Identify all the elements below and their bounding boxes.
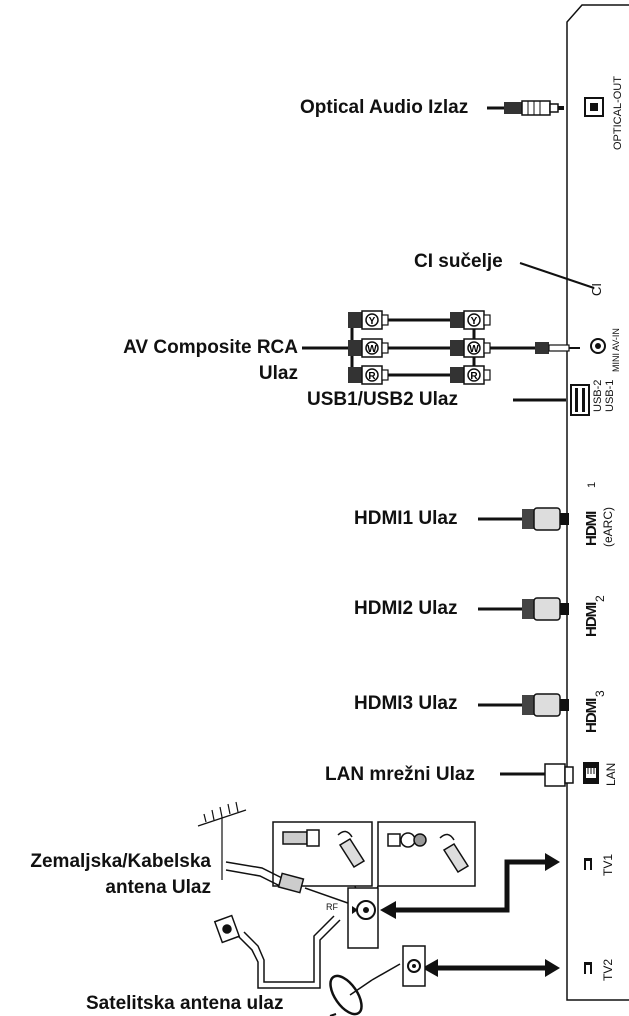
terrestrial-antenna	[197, 801, 247, 880]
mini-av-port-icon	[590, 338, 606, 354]
port-optical-text: OPTICAL-OUT	[612, 76, 624, 150]
port-tv2-text: TV2	[601, 958, 615, 981]
hdmi-strain-relief	[522, 509, 534, 529]
port-mini-av-text: MINI AV-IN	[611, 328, 621, 372]
tv2-port-icon	[584, 962, 592, 974]
label-av-line2: Ulaz	[258, 363, 298, 384]
hdmi-plug-body	[533, 693, 561, 717]
label-hdmi1: HDMI1 Ulaz	[354, 508, 458, 529]
port-hdmi3-num: 3	[593, 690, 607, 697]
lan-cable	[500, 763, 574, 787]
hdmi-plug-body	[533, 507, 561, 531]
hdmi2-logo: HDMI	[583, 602, 600, 637]
mini-av-plug	[535, 342, 580, 354]
rca-plug-y: Y	[450, 310, 491, 330]
port-tv1-text: TV1	[601, 853, 615, 876]
optical-port-icon	[584, 97, 604, 117]
hdmi-plug-tip	[560, 603, 569, 615]
ci-leader-line	[519, 262, 595, 289]
hdmi-plug-body	[533, 597, 561, 621]
hdmi-plug-tip	[560, 513, 569, 525]
rca-plug-w: W	[450, 338, 491, 358]
usb-port-icon	[570, 384, 590, 416]
label-usb: USB1/USB2 Ulaz	[307, 389, 458, 410]
label-ci: CI sučelje	[414, 251, 503, 272]
port-hdmi1-earc: (eARC)	[601, 506, 615, 547]
label-terrestrial-line2: antena Ulaz	[105, 877, 211, 898]
port-hdmi1-num: 1	[586, 481, 598, 488]
rca-plug-y: Y	[348, 310, 389, 330]
rf-label: RF	[326, 902, 338, 912]
label-terrestrial-line1: Zemaljska/Kabelska	[30, 851, 211, 872]
lan-port-icon	[583, 762, 599, 784]
rca-letter: Y	[471, 316, 478, 327]
label-hdmi3: HDMI3 Ulaz	[354, 693, 458, 714]
av-cable-harness	[302, 318, 535, 377]
optical-cable	[487, 100, 564, 116]
rca-plug-r: R	[348, 365, 389, 385]
label-optical-out: Optical Audio Izlaz	[300, 97, 469, 118]
tv1-port-icon	[584, 858, 592, 870]
hdmi1-logo: HDMI	[583, 511, 600, 546]
hdmi1-cable	[478, 507, 569, 531]
rca-letter: Y	[369, 316, 376, 327]
hdmi3-logo: HDMI	[583, 698, 600, 733]
label-lan: LAN mrežni Ulaz	[325, 764, 475, 785]
inset-iec-connector	[377, 821, 476, 887]
satellite-dish	[329, 963, 401, 1016]
port-usb1-text: USB-1	[604, 379, 616, 412]
rca-plugs: Y Y W W R R	[348, 310, 491, 385]
label-hdmi2: HDMI2 Ulaz	[354, 598, 458, 619]
port-lan-text: LAN	[604, 762, 618, 786]
rca-letter: R	[368, 371, 376, 382]
satellite-socket	[402, 945, 426, 987]
hdmi3-cable	[478, 693, 569, 717]
hdmi-plug-tip	[560, 699, 569, 711]
rf-splitter	[347, 887, 379, 949]
tv1-arrow	[392, 859, 552, 913]
port-usb2-text: USB-2	[592, 379, 604, 412]
wall-socket-cable	[213, 914, 341, 989]
hdmi-strain-relief	[522, 695, 534, 715]
hdmi-strain-relief	[522, 599, 534, 619]
tv-panel-outline	[566, 4, 629, 1001]
port-ci-text: CI	[589, 283, 604, 296]
port-hdmi2-num: 2	[593, 595, 607, 602]
label-satellite: Satelitska antena ulaz	[86, 993, 284, 1014]
label-av-line1: AV Composite RCA	[123, 337, 298, 358]
rca-letter: W	[469, 344, 479, 355]
rca-plug-r: R	[450, 365, 491, 385]
hdmi2-cable	[478, 597, 569, 621]
rca-letter: R	[470, 371, 478, 382]
rca-plug-w: W	[348, 338, 389, 358]
rca-letter: W	[367, 344, 377, 355]
